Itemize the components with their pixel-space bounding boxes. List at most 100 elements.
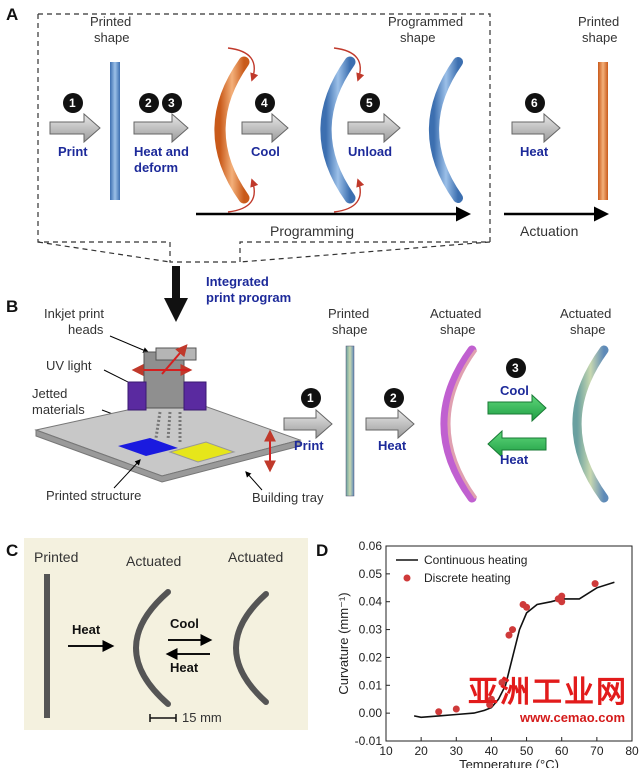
panel-a-letter: A [6,5,18,24]
watermark-cn: 亚洲工业网 [468,676,628,709]
printed-shape-label-1: Printed [90,14,131,29]
programmed-shape-label-1: Programmed [388,14,463,29]
c-printed-strip-photo [44,574,50,718]
b-printed-strip [346,346,354,496]
step-4-label: Cool [251,144,280,159]
integrated-arrow-shaft [172,266,180,300]
panel-d-letter: D [316,541,328,560]
blue-bent-strip [326,62,350,198]
b-step-2-number: 2 [390,391,397,405]
inkjet-label-1: Inkjet print [44,306,104,321]
building-tray-label: Building tray [252,490,324,505]
step-6-arrow: 6 Heat [512,93,560,159]
x-tick-label: 50 [520,744,534,758]
printed-straight-strip [110,62,120,200]
x-tick-label: 20 [414,744,428,758]
step-6-label: Heat [520,144,549,159]
series-discrete-heating-point [523,604,530,611]
step-1-number: 1 [69,96,76,110]
y-tick-label: 0.05 [359,567,383,581]
series-discrete-heating-point [509,626,516,633]
b-actuated-strip-hot-edge [449,350,476,498]
step-2-number: 2 [145,96,152,110]
printed-shape-right-label-2: shape [582,30,617,45]
printed-shape-label-2: shape [94,30,129,45]
uv-label: UV light [46,358,92,373]
programmed-shape-label-2: shape [400,30,435,45]
step-6-number: 6 [531,96,538,110]
c-printed-label: Printed [34,549,78,565]
step-1-arrow: 1 Print [50,93,100,159]
inkjet-pointer [110,336,148,352]
orange-bent-strip [220,62,244,198]
step-3-number: 3 [168,96,175,110]
x-tick-label: 40 [485,744,499,758]
printed-shape-right-label-1: Printed [578,14,619,29]
b-cool-label: Cool [500,383,529,398]
b-actuated-strip-cool [577,350,604,498]
b-step-3-number: 3 [512,361,519,375]
step-2-label-2: deform [134,160,178,175]
legend-discrete-swatch [404,575,411,582]
watermark-url: www.cemao.com [519,710,625,725]
integrated-label-2: print program [206,290,291,305]
c-cool-label: Cool [170,616,199,631]
inkjet-label-2: heads [68,322,104,337]
step-1-label: Print [58,144,88,159]
dashed-funnel-left [38,242,170,262]
step-5-number: 5 [366,96,373,110]
uv-lamp-left [128,382,146,410]
y-tick-label: 0.04 [359,595,383,609]
series-discrete-heating-point [558,598,565,605]
y-tick-label: 0.06 [359,539,383,553]
y-tick-label: 0.01 [359,678,383,692]
series-discrete-heating-point [592,580,599,587]
step-2-3-arrow: 2 3 Heat and deform [134,93,189,175]
legend-continuous-label: Continuous heating [424,553,527,567]
b-actuated-shape2-label-1: Actuated [560,306,611,321]
b-actuated-shape2-label-2: shape [570,322,605,337]
jetted-label-1: Jetted [32,386,67,401]
x-axis-label: Temperature (°C) [459,757,559,768]
series-discrete-heating-point [435,708,442,715]
step-2-label-1: Heat and [134,144,189,159]
uv-lamp-right [184,382,206,410]
panel-c-letter: C [6,541,18,560]
integrated-label-1: Integrated [206,274,269,289]
b-step-1-number: 1 [307,391,314,405]
printed-straight-strip-final [598,62,608,200]
series-discrete-heating-point [453,705,460,712]
x-tick-label: 60 [555,744,569,758]
x-tick-label: 70 [590,744,604,758]
b-actuated-shape-label-1: Actuated [430,306,481,321]
programming-label: Programming [270,223,354,239]
jetted-label-2: materials [32,402,85,417]
programmed-curved-strip [434,62,458,198]
printed-structure-label: Printed structure [46,488,141,503]
y-tick-label: 0.03 [359,623,383,637]
step-5-arrow: 5 Unload [348,93,400,159]
step-5-label: Unload [348,144,392,159]
step-4-number: 4 [261,96,268,110]
y-tick-label: 0.00 [359,706,383,720]
b-step-1-label: Print [294,438,324,453]
b-heat-label: Heat [500,452,529,467]
b-cool-arrow [488,395,546,421]
integrated-arrow-head [164,298,188,322]
y-axis-label: Curvature (mm⁻¹) [336,592,351,694]
b-printed-shape-label-1: Printed [328,306,369,321]
c-actuated-label-1: Actuated [126,553,181,569]
c-heat-label: Heat [72,622,101,637]
legend-discrete-label: Discrete heating [424,571,511,585]
actuation-label: Actuation [520,223,578,239]
building-tray-pointer [246,472,262,490]
scale-label: 15 mm [182,710,222,725]
y-tick-label: -0.01 [355,734,383,748]
panel-b-letter: B [6,297,18,316]
c-heat-back-label: Heat [170,660,199,675]
b-step-2-arrow: 2 Heat [366,388,414,453]
c-actuated-label-2: Actuated [228,549,283,565]
programming-dashed-box [38,14,490,262]
